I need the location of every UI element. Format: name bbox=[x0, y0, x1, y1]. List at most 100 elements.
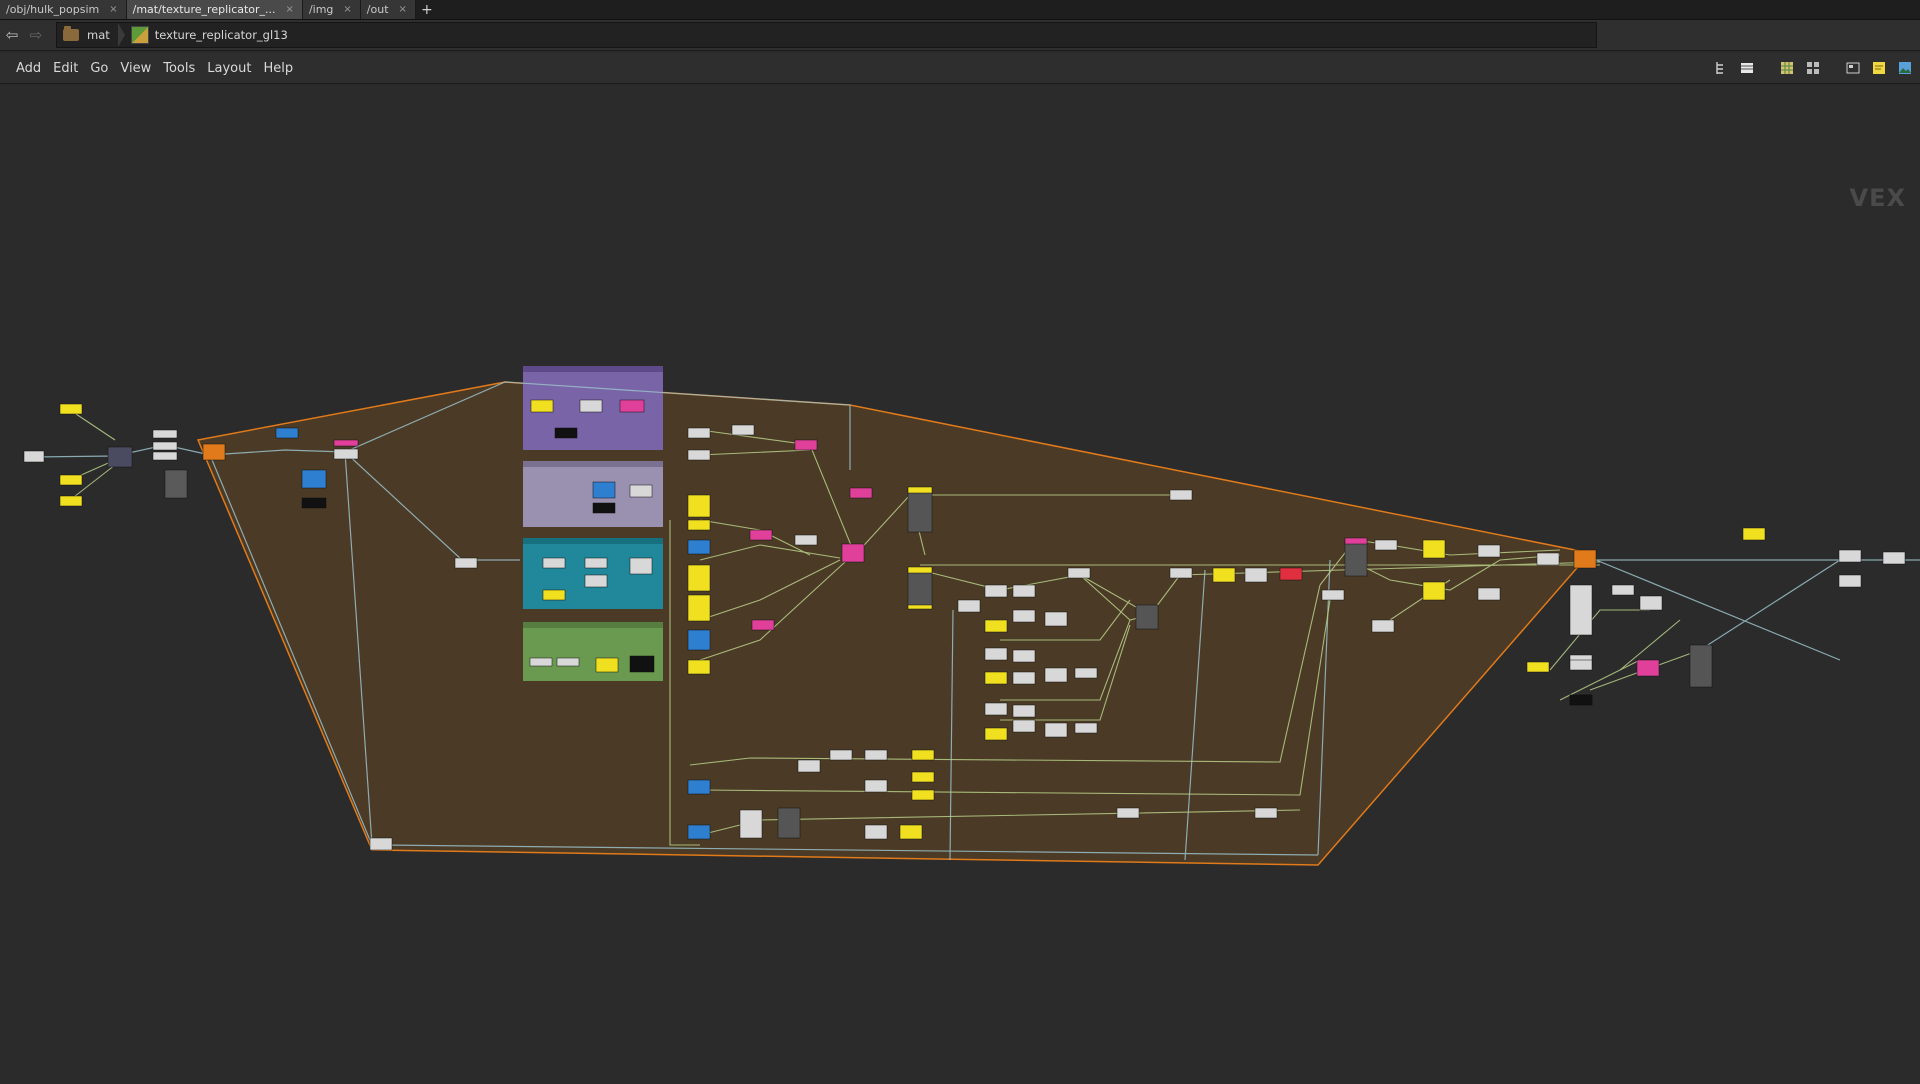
graph-node bbox=[687, 779, 711, 795]
graph-node bbox=[687, 539, 711, 555]
node-graph[interactable] bbox=[0, 84, 1920, 1080]
graph-node bbox=[907, 486, 933, 494]
graph-node bbox=[1882, 551, 1906, 565]
graph-node bbox=[687, 494, 711, 518]
graph-node bbox=[794, 534, 818, 546]
graph-node bbox=[1569, 694, 1593, 706]
graph-node bbox=[1636, 659, 1660, 677]
graph-node bbox=[841, 543, 865, 563]
graph-node bbox=[1838, 574, 1862, 588]
graph-node bbox=[687, 427, 711, 439]
close-icon[interactable]: × bbox=[109, 4, 118, 15]
thumbnail-view-icon[interactable] bbox=[1804, 59, 1822, 76]
menu-layout[interactable]: Layout bbox=[207, 60, 252, 76]
graph-node bbox=[1044, 611, 1068, 627]
graph-node bbox=[984, 727, 1008, 741]
menu-tools[interactable]: Tools bbox=[163, 60, 196, 76]
graph-node bbox=[554, 427, 578, 439]
tab-label: /img bbox=[308, 3, 334, 16]
image-background-icon[interactable] bbox=[1896, 59, 1914, 76]
menu-go[interactable]: Go bbox=[90, 60, 109, 76]
close-icon[interactable]: × bbox=[285, 4, 294, 15]
add-tab-button[interactable]: + bbox=[421, 1, 433, 18]
tab-out[interactable]: /out × bbox=[360, 0, 416, 19]
tab-label: /mat/texture_replicator_... bbox=[132, 3, 276, 16]
graph-node bbox=[333, 448, 359, 460]
graph-node bbox=[687, 519, 711, 531]
graph-node bbox=[59, 474, 83, 486]
menu-add[interactable]: Add bbox=[16, 60, 42, 76]
graph-node bbox=[899, 824, 923, 840]
graph-node bbox=[369, 837, 393, 851]
breadcrumb-texture-replicator[interactable]: texture_replicator_gl13 bbox=[125, 23, 296, 47]
menu-edit[interactable]: Edit bbox=[53, 60, 79, 76]
breadcrumb: mat texture_replicator_gl13 bbox=[56, 22, 1597, 48]
graph-node bbox=[751, 619, 775, 631]
graph-node bbox=[777, 807, 801, 839]
graph-node bbox=[739, 809, 763, 839]
graph-node bbox=[59, 495, 83, 507]
network-editor[interactable]: VEX bbox=[0, 84, 1920, 1080]
graph-node bbox=[1279, 567, 1303, 581]
nodes bbox=[23, 399, 1906, 851]
graph-node bbox=[984, 671, 1008, 685]
graph-node bbox=[1254, 807, 1278, 819]
graph-node bbox=[687, 594, 711, 622]
graph-node bbox=[542, 557, 566, 569]
graph-node bbox=[907, 567, 933, 609]
graph-node bbox=[687, 449, 711, 461]
layout-icon[interactable] bbox=[1844, 59, 1862, 76]
tab-mat-texture-replicator[interactable]: /mat/texture_replicator_... × bbox=[126, 0, 303, 19]
graph-node bbox=[864, 824, 888, 840]
graph-node bbox=[1012, 649, 1036, 663]
graph-node bbox=[1526, 661, 1550, 673]
graph-node bbox=[984, 647, 1008, 661]
graph-node bbox=[1012, 719, 1036, 733]
menu-help[interactable]: Help bbox=[263, 60, 294, 76]
grid-view-icon[interactable] bbox=[1778, 59, 1796, 76]
graph-node bbox=[1689, 644, 1713, 688]
network-context-label: VEX bbox=[1849, 184, 1906, 212]
graph-node bbox=[907, 604, 933, 610]
graph-node bbox=[629, 557, 653, 575]
graph-node bbox=[164, 469, 188, 499]
tree-view-icon[interactable] bbox=[1712, 59, 1730, 76]
graph-node bbox=[1344, 539, 1368, 577]
graph-node bbox=[454, 557, 478, 569]
list-view-icon[interactable] bbox=[1738, 59, 1756, 76]
menu-view[interactable]: View bbox=[120, 60, 152, 76]
breadcrumb-label: mat bbox=[87, 28, 110, 42]
graph-node bbox=[202, 443, 226, 461]
tab-obj-hulk-popsim[interactable]: /obj/hulk_popsim × bbox=[0, 0, 127, 19]
graph-node bbox=[579, 399, 603, 413]
graph-node bbox=[687, 659, 711, 675]
graph-node bbox=[1371, 619, 1395, 633]
graph-node bbox=[1169, 489, 1193, 501]
close-icon[interactable]: × bbox=[398, 4, 407, 15]
network-toolbar bbox=[1712, 59, 1914, 76]
graph-node bbox=[1116, 807, 1140, 819]
forward-arrow-icon[interactable]: ⇨ bbox=[29, 26, 43, 44]
pane-tab-bar: /obj/hulk_popsim × /mat/texture_replicat… bbox=[0, 0, 1920, 20]
menu-bar: Add Edit Go View Tools Layout Help bbox=[0, 53, 1920, 84]
graph-node bbox=[1044, 667, 1068, 683]
graph-node bbox=[1569, 584, 1593, 636]
graph-node bbox=[1012, 671, 1036, 685]
breadcrumb-mat[interactable]: mat bbox=[57, 23, 118, 47]
tab-img[interactable]: /img × bbox=[302, 0, 361, 19]
graph-node bbox=[984, 619, 1008, 633]
sticky-note-icon[interactable] bbox=[1870, 59, 1888, 76]
graph-node bbox=[107, 446, 133, 468]
breadcrumb-label: texture_replicator_gl13 bbox=[154, 28, 288, 42]
back-arrow-icon[interactable]: ⇦ bbox=[5, 26, 19, 44]
close-icon[interactable]: × bbox=[343, 4, 352, 15]
graph-node bbox=[275, 427, 299, 439]
graph-node bbox=[1374, 539, 1398, 551]
folder-icon bbox=[63, 26, 79, 41]
graph-node bbox=[152, 451, 178, 461]
material-icon bbox=[130, 26, 149, 44]
graph-node bbox=[984, 584, 1008, 598]
graph-node bbox=[907, 487, 933, 533]
graph-node bbox=[1639, 595, 1663, 611]
graph-node bbox=[1422, 581, 1446, 601]
